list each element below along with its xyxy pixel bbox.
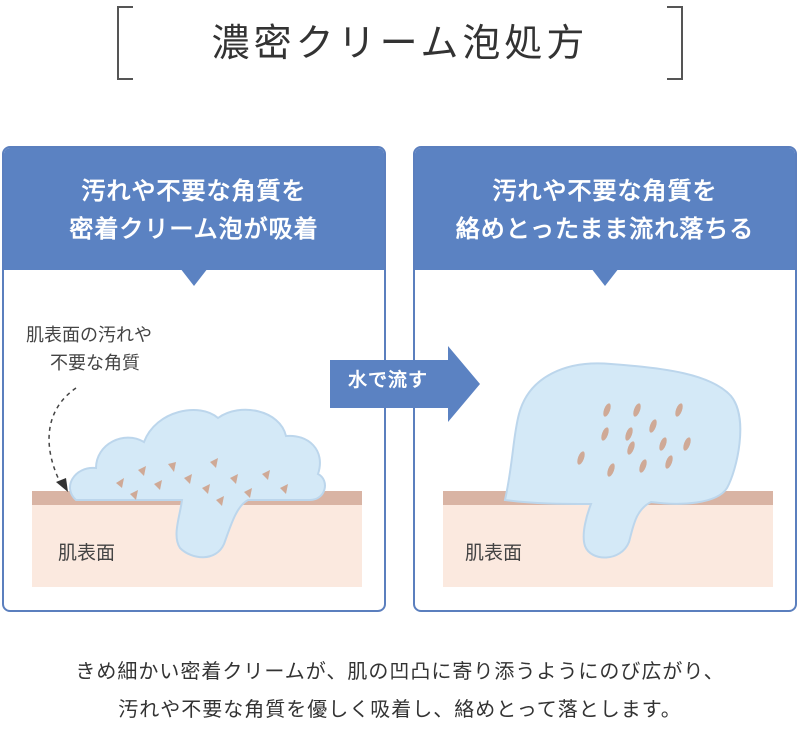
panel-rinse: 汚れや不要な角質を 絡めとったまま流れ落ちる 肌表面 — [413, 146, 797, 612]
annotation-label: 肌表面の汚れや 不要な角質 — [26, 322, 152, 378]
description-line-2: 汚れや不要な角質を優しく吸着し、絡めとって落とします。 — [118, 697, 682, 721]
header-pointer — [591, 268, 619, 286]
title-area: 濃密クリーム泡処方 — [0, 0, 800, 90]
title-bracket-left — [117, 6, 133, 80]
title-bracket-right — [667, 6, 683, 80]
panel-adsorb: 汚れや不要な角質を 密着クリーム泡が吸着 肌表面の汚れや 不要な角質 肌表面 — [2, 146, 386, 612]
header-pointer — [180, 268, 208, 286]
rinse-arrow-label: 水で流す — [347, 369, 428, 391]
header-line-2: 絡めとったまま流れ落ちる — [455, 215, 755, 243]
page-title: 濃密クリーム泡処方 — [211, 21, 589, 65]
foam-drop — [503, 362, 742, 559]
skin-surface-label: 肌表面 — [465, 542, 523, 564]
header-line-1: 汚れや不要な角質を — [81, 177, 307, 205]
description-line-1: きめ細かい密着クリームが、肌の凹凸に寄り添うようにのび広がり、 — [75, 659, 725, 683]
header-line-1: 汚れや不要な角質を — [492, 177, 718, 205]
panel-header-adsorb: 汚れや不要な角質を 密着クリーム泡が吸着 — [4, 148, 384, 270]
annotation-line-1: 肌表面の汚れや — [26, 325, 152, 346]
adsorb-illustration — [32, 387, 362, 587]
header-line-2: 密着クリーム泡が吸着 — [69, 215, 319, 243]
rinse-arrow — [330, 346, 480, 422]
annotation-line-2: 不要な角質 — [50, 353, 140, 374]
dirt-particles — [577, 403, 691, 477]
panel-header-rinse: 汚れや不要な角質を 絡めとったまま流れ落ちる — [415, 148, 795, 270]
description: きめ細かい密着クリームが、肌の凹凸に寄り添うようにのび広がり、 汚れや不要な角質… — [0, 652, 800, 728]
rinse-illustration — [443, 362, 773, 587]
dirt-particles — [116, 458, 288, 506]
skin-surface-label: 肌表面 — [58, 542, 116, 564]
annotation-arrow — [48, 387, 77, 487]
annotation-arrowhead — [56, 478, 68, 492]
foam-cloud — [69, 408, 326, 559]
